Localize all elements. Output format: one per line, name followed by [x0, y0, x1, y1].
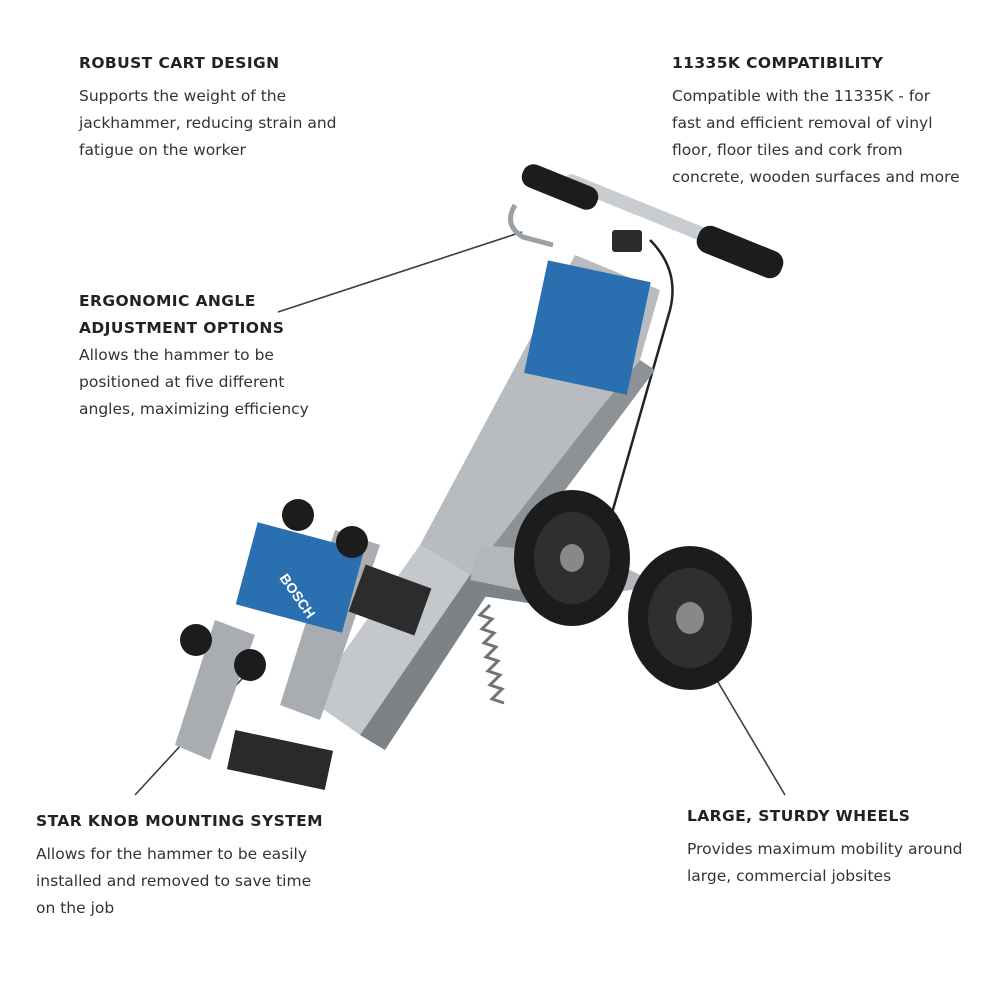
product-label — [524, 260, 651, 395]
callout-wheels: LARGE, STURDY WHEELS Provides maximum mo… — [687, 803, 987, 890]
front-wheel — [628, 546, 752, 690]
leader-ergonomic — [277, 231, 523, 313]
callout-body: Provides maximum mobility around large, … — [687, 840, 963, 885]
callout-body: Supports the weight of the jackhammer, r… — [79, 87, 337, 159]
right-grip — [696, 225, 784, 279]
callout-body: Allows for the hammer to be easily insta… — [36, 845, 312, 917]
callout-ergonomic: ERGONOMIC ANGLE ADJUSTMENT OPTIONS Allow… — [79, 288, 379, 423]
upright-frame — [310, 255, 660, 750]
spring — [477, 603, 505, 705]
callout-title: STAR KNOB MOUNTING SYSTEM — [36, 812, 323, 830]
callout-compatibility: 11335K COMPATIBILITY Compatible with the… — [672, 50, 992, 191]
knob-4 — [234, 649, 266, 681]
callout-title: ERGONOMIC ANGLE ADJUSTMENT OPTIONS — [79, 292, 285, 337]
callout-title: ROBUST CART DESIGN — [79, 54, 280, 72]
mount-frame: BOSCH — [175, 522, 432, 790]
left-grip — [521, 164, 599, 210]
callout-body: Allows the hammer to be positioned at fi… — [79, 346, 309, 418]
handle-bar — [508, 164, 784, 591]
callout-robust-cart: ROBUST CART DESIGN Supports the weight o… — [79, 50, 379, 164]
star-knobs — [180, 499, 368, 681]
knob-3 — [180, 624, 212, 656]
leader-wheels — [711, 671, 786, 796]
mount-label — [235, 522, 364, 633]
knob-1 — [282, 499, 314, 531]
callout-title: 11335K COMPATIBILITY — [672, 54, 884, 72]
back-wheel — [514, 490, 630, 626]
knob-2 — [336, 526, 368, 558]
callout-title: LARGE, STURDY WHEELS — [687, 807, 911, 825]
callout-star-knob: STAR KNOB MOUNTING SYSTEM Allows for the… — [36, 808, 336, 922]
callout-body: Compatible with the 11335K - for fast an… — [672, 87, 960, 186]
